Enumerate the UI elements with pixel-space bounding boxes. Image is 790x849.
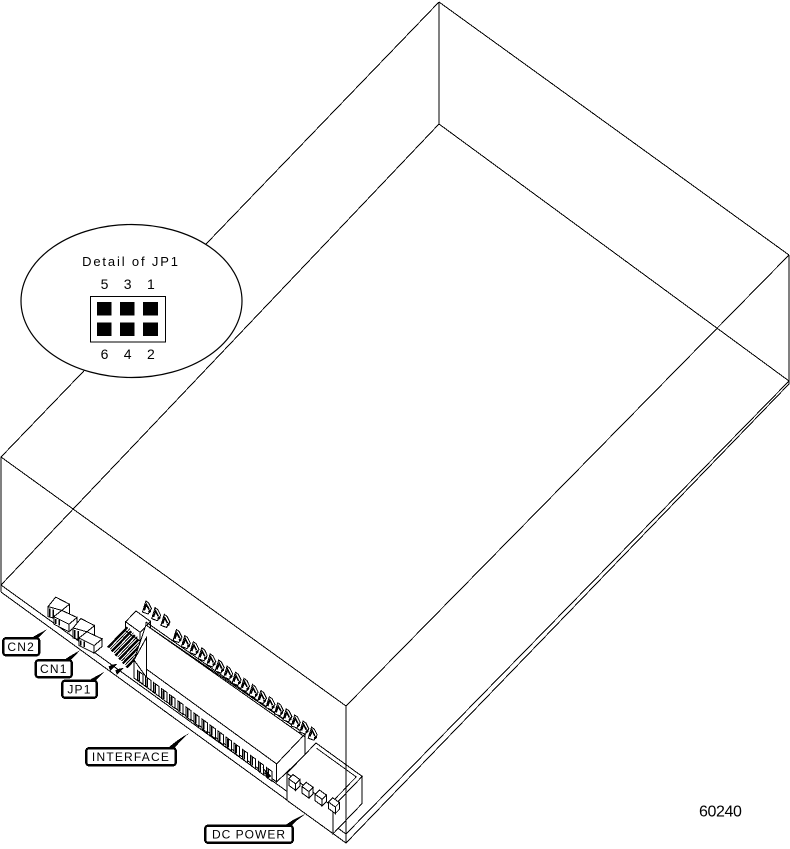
svg-text:DC POWER: DC POWER — [212, 828, 286, 842]
svg-text:4: 4 — [124, 346, 132, 362]
svg-text:CN1: CN1 — [40, 662, 68, 676]
svg-text:JP1: JP1 — [67, 683, 91, 697]
svg-text:2: 2 — [147, 346, 155, 362]
svg-text:INTERFACE: INTERFACE — [92, 750, 170, 764]
svg-text:CN2: CN2 — [7, 640, 35, 654]
svg-text:3: 3 — [124, 276, 132, 292]
svg-text:Detail of JP1: Detail of JP1 — [82, 254, 180, 269]
svg-text:6: 6 — [101, 346, 109, 362]
svg-text:5: 5 — [101, 276, 109, 292]
svg-text:60240: 60240 — [699, 804, 742, 821]
svg-text:1: 1 — [147, 276, 155, 292]
